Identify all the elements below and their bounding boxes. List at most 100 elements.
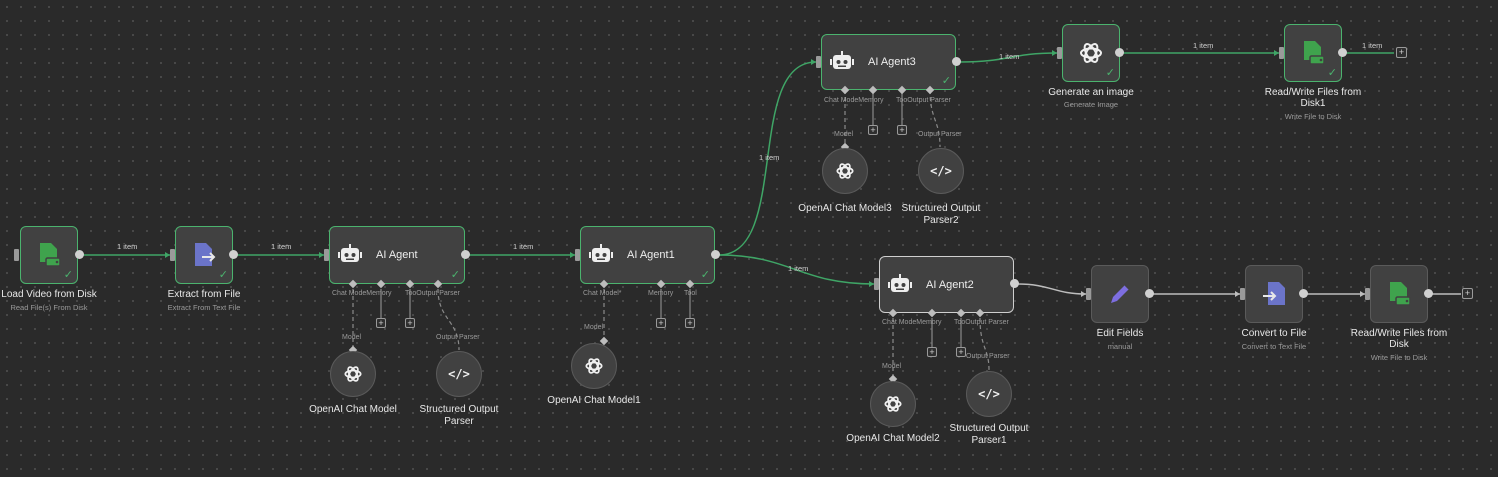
add-tool-button[interactable]: +: [405, 318, 415, 328]
node-title: Convert to File: [1241, 328, 1307, 339]
node-extract-from-file[interactable]: ✓: [175, 226, 233, 284]
add-memory-button[interactable]: +: [868, 125, 878, 135]
output-port[interactable]: [1115, 48, 1124, 57]
add-tool-button[interactable]: +: [956, 347, 966, 357]
sub-label: TooOutput Parser: [896, 97, 951, 104]
node-title: Generate an image: [1048, 87, 1134, 98]
success-check-icon: ✓: [1105, 67, 1115, 79]
sub-label: TooOutput Parser: [954, 319, 1009, 326]
output-port[interactable]: [1145, 289, 1154, 298]
input-port[interactable]: [1279, 47, 1284, 59]
node-structured-output-parser[interactable]: </>: [436, 351, 482, 397]
node-title-line1: Read/Write Files from: [1350, 328, 1448, 339]
node-title: Load Video from Disk: [1, 289, 97, 300]
input-port[interactable]: [1365, 288, 1370, 300]
input-port[interactable]: [14, 249, 19, 261]
input-port[interactable]: [575, 249, 580, 261]
node-subtitle: Write File to Disk: [1370, 353, 1428, 362]
node-read-write-files-disk1[interactable]: ✓: [1284, 24, 1342, 82]
node-convert-to-file[interactable]: [1245, 265, 1303, 323]
edge-label: 1 item: [513, 242, 534, 251]
output-port[interactable]: [229, 250, 238, 259]
edge-label: 1 item: [1193, 41, 1214, 50]
input-port[interactable]: [324, 249, 329, 261]
success-check-icon: ✓: [63, 269, 73, 281]
output-port[interactable]: [711, 250, 720, 259]
edge-agent2-edit: [1017, 283, 1087, 295]
node-title-line2: Parser2: [923, 215, 959, 226]
node-openai-chat-model3[interactable]: [822, 148, 868, 194]
edge-label: 1 item: [117, 242, 138, 251]
sub-label: Model: [834, 131, 854, 138]
node-subtitle: manual: [1107, 342, 1133, 351]
node-title: OpenAI Chat Model: [309, 404, 397, 415]
add-tool-button[interactable]: +: [897, 125, 907, 135]
node-title: OpenAI Chat Model2: [846, 433, 940, 444]
node-title-line2: Parser: [444, 416, 474, 427]
input-port[interactable]: [1086, 288, 1091, 300]
node-openai-chat-model[interactable]: [330, 351, 376, 397]
code-icon: </>: [930, 164, 952, 178]
sub-label: Memory: [648, 290, 674, 297]
output-port[interactable]: [1424, 289, 1433, 298]
sub-label: Output Parser: [436, 334, 480, 341]
input-port[interactable]: [1240, 288, 1245, 300]
add-memory-button[interactable]: +: [927, 347, 937, 357]
sub-label: TooOutput Parser: [405, 290, 460, 297]
success-check-icon: ✓: [218, 269, 228, 281]
sub-label: Tool: [684, 290, 697, 297]
add-node-button[interactable]: +: [1462, 288, 1473, 299]
input-port[interactable]: [170, 249, 175, 261]
output-port[interactable]: [1010, 279, 1019, 288]
node-subtitle: Write File to Disk: [1284, 112, 1342, 121]
output-port[interactable]: [1338, 48, 1347, 57]
success-check-icon: ✓: [941, 75, 951, 87]
node-openai-chat-model1[interactable]: [571, 343, 617, 389]
input-port[interactable]: [874, 278, 879, 290]
openai-icon: [884, 396, 902, 412]
robot-icon: [581, 227, 621, 283]
edge-label: 1 item: [788, 264, 809, 273]
output-port[interactable]: [952, 57, 961, 66]
node-title-line2: Disk1: [1300, 98, 1326, 109]
node-openai-chat-model2[interactable]: [870, 381, 916, 427]
node-read-write-files-disk[interactable]: [1370, 265, 1428, 323]
edge-agent1-agent2: [718, 254, 875, 285]
output-port[interactable]: [1299, 289, 1308, 298]
add-tool-button[interactable]: +: [685, 318, 695, 328]
node-generate-image[interactable]: ✓: [1062, 24, 1120, 82]
code-icon: </>: [448, 367, 470, 381]
node-ai-agent1[interactable]: AI Agent1 ✓: [580, 226, 715, 284]
input-port[interactable]: [816, 56, 821, 68]
node-structured-output-parser1[interactable]: </>: [966, 371, 1012, 417]
success-check-icon: ✓: [1327, 67, 1337, 79]
add-memory-button[interactable]: +: [376, 318, 386, 328]
node-subtitle: Extract From Text File: [167, 303, 241, 312]
sub-label: Model: [584, 324, 604, 331]
edge-label: 1 item: [271, 242, 292, 251]
node-title: AI Agent1: [627, 249, 675, 261]
add-memory-button[interactable]: +: [656, 318, 666, 328]
node-title-line1: Read/Write Files from: [1264, 87, 1362, 98]
robot-icon: [330, 227, 370, 283]
file-extract-icon: [176, 227, 232, 283]
add-node-button[interactable]: +: [1396, 47, 1407, 58]
node-ai-agent3[interactable]: AI Agent3 ✓: [821, 34, 956, 90]
pencil-icon: [1092, 266, 1148, 322]
node-title: OpenAI Chat Model3: [798, 203, 892, 214]
file-write-icon: [1371, 266, 1427, 322]
node-title-line1: Structured Output: [419, 404, 499, 415]
node-edit-fields[interactable]: [1091, 265, 1149, 323]
node-ai-agent2[interactable]: AI Agent2: [879, 256, 1014, 313]
file-read-icon: [21, 227, 77, 283]
node-ai-agent[interactable]: AI Agent ✓: [329, 226, 465, 284]
output-port[interactable]: [461, 250, 470, 259]
output-port[interactable]: [75, 250, 84, 259]
sub-label: Output Parser: [966, 353, 1010, 360]
node-load-video[interactable]: ✓: [20, 226, 78, 284]
edge-label: 1 item: [759, 153, 780, 162]
input-port[interactable]: [1057, 47, 1062, 59]
node-structured-output-parser2[interactable]: </>: [918, 148, 964, 194]
